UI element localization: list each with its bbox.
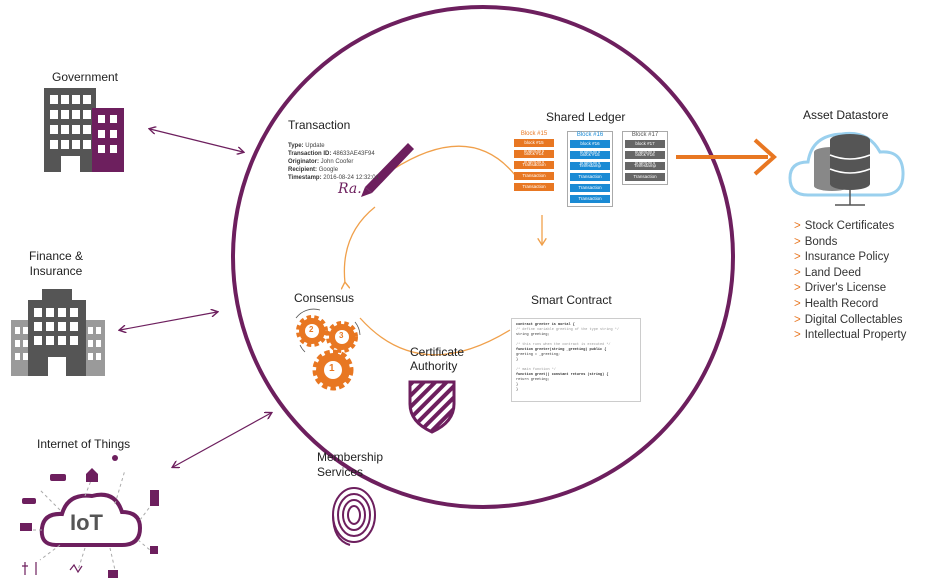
iot-cloud-icon (20, 455, 159, 578)
gear-number-2: 2 (309, 325, 314, 334)
network-circle (231, 5, 735, 509)
asset-item: >Digital Collectables (794, 313, 903, 326)
gear-number-3: 3 (339, 331, 344, 340)
certificate-authority-label: Certificate Authority (410, 345, 465, 373)
asset-item: >Land Deed (794, 266, 861, 279)
ledger-block-16: Block #16 block #16 fingerprint block #1… (567, 131, 613, 207)
transaction-label: Transaction (288, 118, 351, 132)
iot-label: Internet of Things (37, 437, 131, 451)
smart-contract-code: contract greeter is mortal { /* define v… (511, 318, 641, 402)
iot-arrow (173, 413, 271, 467)
consensus-label: Consensus (294, 291, 355, 305)
smart-contract-label: Smart Contract (531, 293, 612, 307)
asset-item: >Driver's License (794, 282, 887, 295)
finance-building-icon (11, 289, 105, 376)
datastore-arrow-head (753, 138, 777, 176)
signature: Ra. (338, 181, 362, 197)
ledger-block-15: Block #15 block #15 fingerprint block #1… (512, 131, 556, 194)
cycle-arc-top (391, 145, 516, 176)
shield-icon (408, 380, 456, 434)
fingerprint-icon (332, 487, 376, 546)
asset-item: >Health Record (794, 297, 879, 310)
government-label: Government (51, 70, 119, 84)
government-icon (44, 88, 124, 172)
finance-arrow (120, 312, 217, 330)
cycle-arc-left (344, 206, 376, 283)
database-cloud-icon (788, 131, 905, 206)
asset-list: >Stock Certificates >Bonds >Insurance Po… (794, 219, 906, 344)
finance-label: Finance & Insurance (28, 249, 84, 278)
iot-logo: IoT (70, 510, 103, 535)
transaction-details: Type: Update Transaction ID: 48633AE43F9… (288, 143, 379, 181)
shared-ledger-label: Shared Ledger (546, 110, 626, 124)
gear-number-1: 1 (329, 363, 335, 374)
asset-item: >Bonds (794, 235, 838, 248)
gov-arrow (150, 129, 243, 152)
asset-item: >Intellectual Property (794, 329, 907, 342)
asset-datastore-title: Asset Datastore (803, 108, 889, 122)
membership-services-label: Membership Services (317, 450, 384, 479)
pen-icon (361, 143, 414, 197)
gears-icon (295, 308, 361, 391)
ledger-block-17: Block #17 block #17 fingerprint block #1… (622, 131, 668, 185)
cycle-arc-bottom (359, 317, 511, 356)
asset-item: >Insurance Policy (794, 251, 890, 264)
asset-item: >Stock Certificates (794, 220, 895, 232)
